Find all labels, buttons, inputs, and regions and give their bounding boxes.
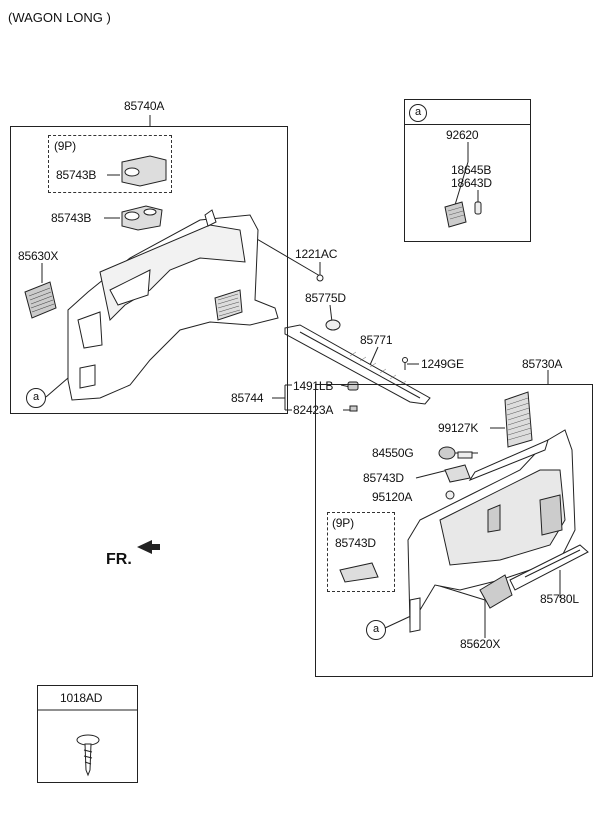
right-84550g-label[interactable]: 84550G — [372, 446, 414, 460]
detail-a-circle: a — [409, 104, 427, 122]
left-part-cupholder-label[interactable]: 85743B — [51, 211, 92, 225]
right-strip-label[interactable]: 85780L — [540, 592, 579, 606]
cap-label[interactable]: 85775D — [305, 291, 346, 305]
left-circle-a-marker[interactable]: a — [26, 388, 46, 408]
left-9p-box — [48, 135, 172, 193]
right-assembly-box — [315, 384, 593, 677]
fastener-label[interactable]: 1018AD — [60, 691, 103, 705]
front-direction-label: FR. — [106, 551, 132, 568]
left-assembly-box — [10, 126, 288, 414]
right-grille-label[interactable]: 99127K — [438, 421, 479, 435]
lamp-part-label[interactable]: 18645B — [451, 163, 492, 177]
left-9p-label: (9P) — [54, 139, 76, 153]
clip1-label[interactable]: 1491LB — [293, 379, 334, 393]
right-9p-part-label[interactable]: 85743D — [335, 536, 376, 550]
left-assembly-label[interactable]: 85740A — [124, 99, 165, 113]
diagram-header: (WAGON LONG ) — [8, 10, 111, 25]
right-9p-box — [327, 512, 395, 592]
bulb-part-label[interactable]: 18643D — [451, 176, 492, 190]
right-85743d-label[interactable]: 85743D — [363, 471, 404, 485]
screw-label[interactable]: 1249GE — [421, 357, 464, 371]
detail-a-header — [404, 99, 531, 125]
clip2-label[interactable]: 82423A — [293, 403, 334, 417]
bolt-label[interactable]: 1221AC — [295, 247, 338, 261]
scuff-label[interactable]: 85771 — [360, 333, 393, 347]
left-9p-part-label[interactable]: 85743B — [56, 168, 97, 182]
right-grille-lower-label[interactable]: 85620X — [460, 637, 501, 651]
right-95120a-label[interactable]: 95120A — [372, 490, 413, 504]
left-part-grille-label[interactable]: 85630X — [18, 249, 59, 263]
right-circle-a-marker[interactable]: a — [366, 620, 386, 640]
right-assembly-label[interactable]: 85730A — [522, 357, 563, 371]
fastener-box — [37, 685, 138, 783]
assembly-85744-label[interactable]: 85744 — [231, 391, 264, 405]
detail-a-box — [404, 99, 531, 242]
lamp-assembly-label[interactable]: 92620 — [446, 128, 479, 142]
right-9p-label: (9P) — [332, 516, 354, 530]
